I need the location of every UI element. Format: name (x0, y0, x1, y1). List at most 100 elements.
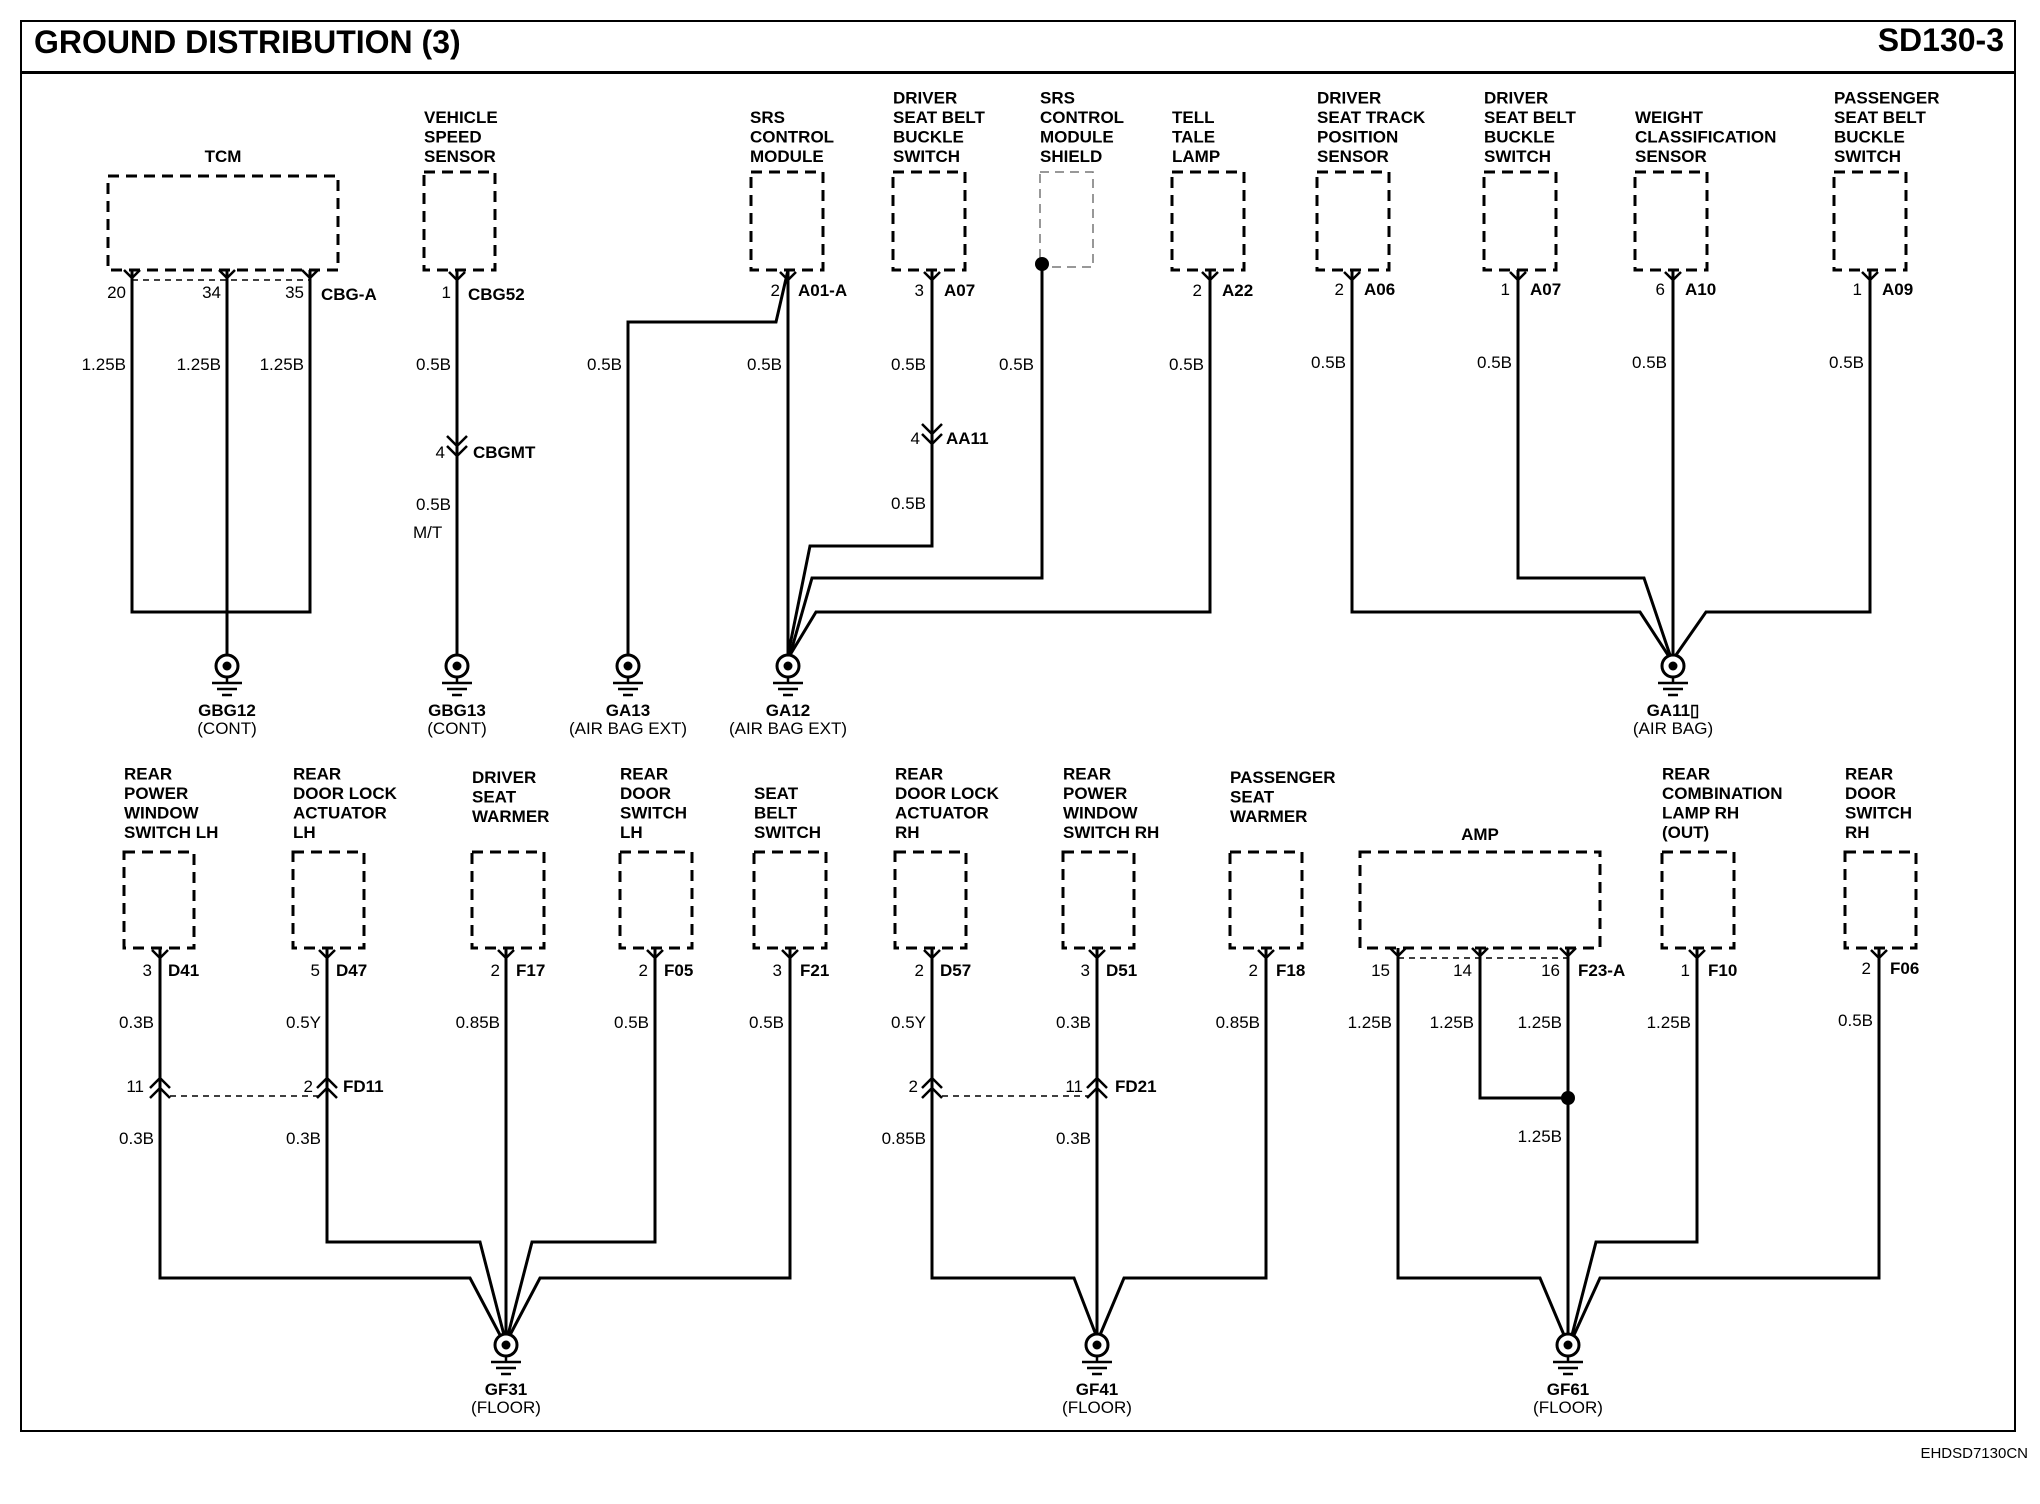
pin-number: 35 (285, 283, 304, 302)
component-box (470, 850, 546, 950)
component-box (1633, 170, 1709, 272)
component-name: WARMER (472, 807, 549, 826)
component-name: CONTROL (750, 128, 834, 147)
connector-name: F23-A (1578, 961, 1625, 980)
component-name: PASSENGER (1230, 768, 1336, 787)
connector-name: A01-A (798, 281, 847, 300)
connector-name: A07 (1530, 280, 1561, 299)
component-name: REAR (1845, 765, 1893, 784)
pin-terminal (1389, 947, 1407, 958)
pin-number: 15 (1371, 961, 1390, 980)
component-name: DOOR (1845, 784, 1896, 803)
connector-name: F10 (1708, 961, 1737, 980)
wire (626, 269, 790, 657)
pin-number: 14 (1453, 961, 1472, 980)
connector-name: A06 (1364, 280, 1395, 299)
connector-name: FD21 (1115, 1077, 1157, 1096)
connector-name: CBG-A (321, 285, 377, 304)
connector-name: A07 (944, 281, 975, 300)
component-box (1061, 850, 1136, 950)
pin-terminal (123, 269, 141, 280)
wire-spec: 0.85B (456, 1013, 500, 1032)
ground-location: (CONT) (427, 719, 486, 738)
component-name: BUCKLE (1484, 128, 1555, 147)
component-name: WEIGHT (1635, 108, 1704, 127)
wire-spec: 0.5B (747, 355, 782, 374)
component-box (1358, 850, 1602, 950)
wire-spec: 0.3B (1056, 1013, 1091, 1032)
ground-location: (AIR BAG) (1633, 719, 1713, 738)
wire (786, 270, 934, 656)
ground-symbol (212, 677, 242, 697)
wire-spec: 0.5B (749, 1013, 784, 1032)
wire-spec: 0.3B (1056, 1129, 1091, 1148)
pin-terminal (1343, 271, 1361, 282)
wire-spec: 1.25B (1518, 1127, 1562, 1146)
connector-name: A10 (1685, 280, 1716, 299)
splice-connector (149, 1076, 171, 1099)
splice-connector (446, 435, 468, 458)
component-name: TCM (205, 147, 242, 166)
pin-terminal (1688, 949, 1706, 960)
component-box (752, 850, 828, 950)
pin-number: 11 (126, 1077, 144, 1096)
component-box (1315, 170, 1391, 272)
pin-terminal (1861, 271, 1879, 282)
wire (1098, 948, 1268, 1336)
ground-name: GA13 (606, 701, 650, 720)
component-box (1832, 170, 1908, 272)
connector-name: FD11 (343, 1077, 384, 1096)
wire-spec: 0.5B (1838, 1011, 1873, 1030)
wire-spec: 1.25B (1430, 1013, 1474, 1032)
component-name: SWITCH (1834, 147, 1901, 166)
pin-terminal (923, 271, 941, 282)
component-name: SHIELD (1040, 147, 1102, 166)
connector-name: D47 (336, 961, 367, 980)
ground-symbol (1553, 1356, 1583, 1376)
ground-location: (FLOOR) (1062, 1398, 1132, 1417)
page-title: GROUND DISTRIBUTION (3) (34, 24, 461, 60)
wire (1478, 948, 1568, 1100)
pin-terminal (781, 949, 799, 960)
diagram-frame (20, 20, 2016, 1432)
diagram-code: EHDSD7130CN (1920, 1445, 2028, 1462)
component-name: SRS (1040, 89, 1075, 108)
component-box (749, 170, 825, 272)
connector-name: AA11 (946, 429, 989, 448)
ground-point (491, 1332, 521, 1376)
ground-name: GF41 (1076, 1380, 1119, 1399)
component-box (893, 850, 968, 950)
wire-spec: 1.25B (82, 355, 126, 374)
component-box (106, 174, 340, 272)
wire (1350, 270, 1670, 656)
pin-number: 20 (107, 283, 126, 302)
pin-number: 16 (1541, 961, 1560, 980)
component-name: POWER (1063, 784, 1127, 803)
ground-symbol (442, 677, 472, 697)
connector-name: F17 (516, 961, 545, 980)
component-name: RH (895, 823, 920, 842)
wire-spec: 0.5B (999, 355, 1034, 374)
wire-spec: 0.5B (891, 494, 926, 513)
pin-number: 11 (1065, 1077, 1083, 1096)
pin-terminal (779, 271, 797, 282)
pin-number: 4 (911, 429, 920, 448)
connector-name: F05 (664, 961, 693, 980)
splice-connector (921, 1076, 943, 1099)
wire-spec: 1.25B (1348, 1013, 1392, 1032)
component-box (1228, 850, 1304, 950)
ground-point (1082, 1332, 1112, 1376)
ground-location: (FLOOR) (471, 1398, 541, 1417)
component-name: REAR (1662, 765, 1710, 784)
ground-point (1658, 653, 1688, 697)
component-name: POWER (124, 784, 188, 803)
pin-number: 34 (202, 283, 221, 302)
connector-name: D57 (940, 961, 971, 980)
pin-terminal (1664, 271, 1682, 282)
ground-point (1553, 1332, 1583, 1376)
ground-location: (AIR BAG EXT) (729, 719, 847, 738)
ground-location: (FLOOR) (1533, 1398, 1603, 1417)
component-name: SRS (750, 108, 785, 127)
connector-name: CBG52 (468, 285, 525, 304)
ground-location: (CONT) (197, 719, 256, 738)
